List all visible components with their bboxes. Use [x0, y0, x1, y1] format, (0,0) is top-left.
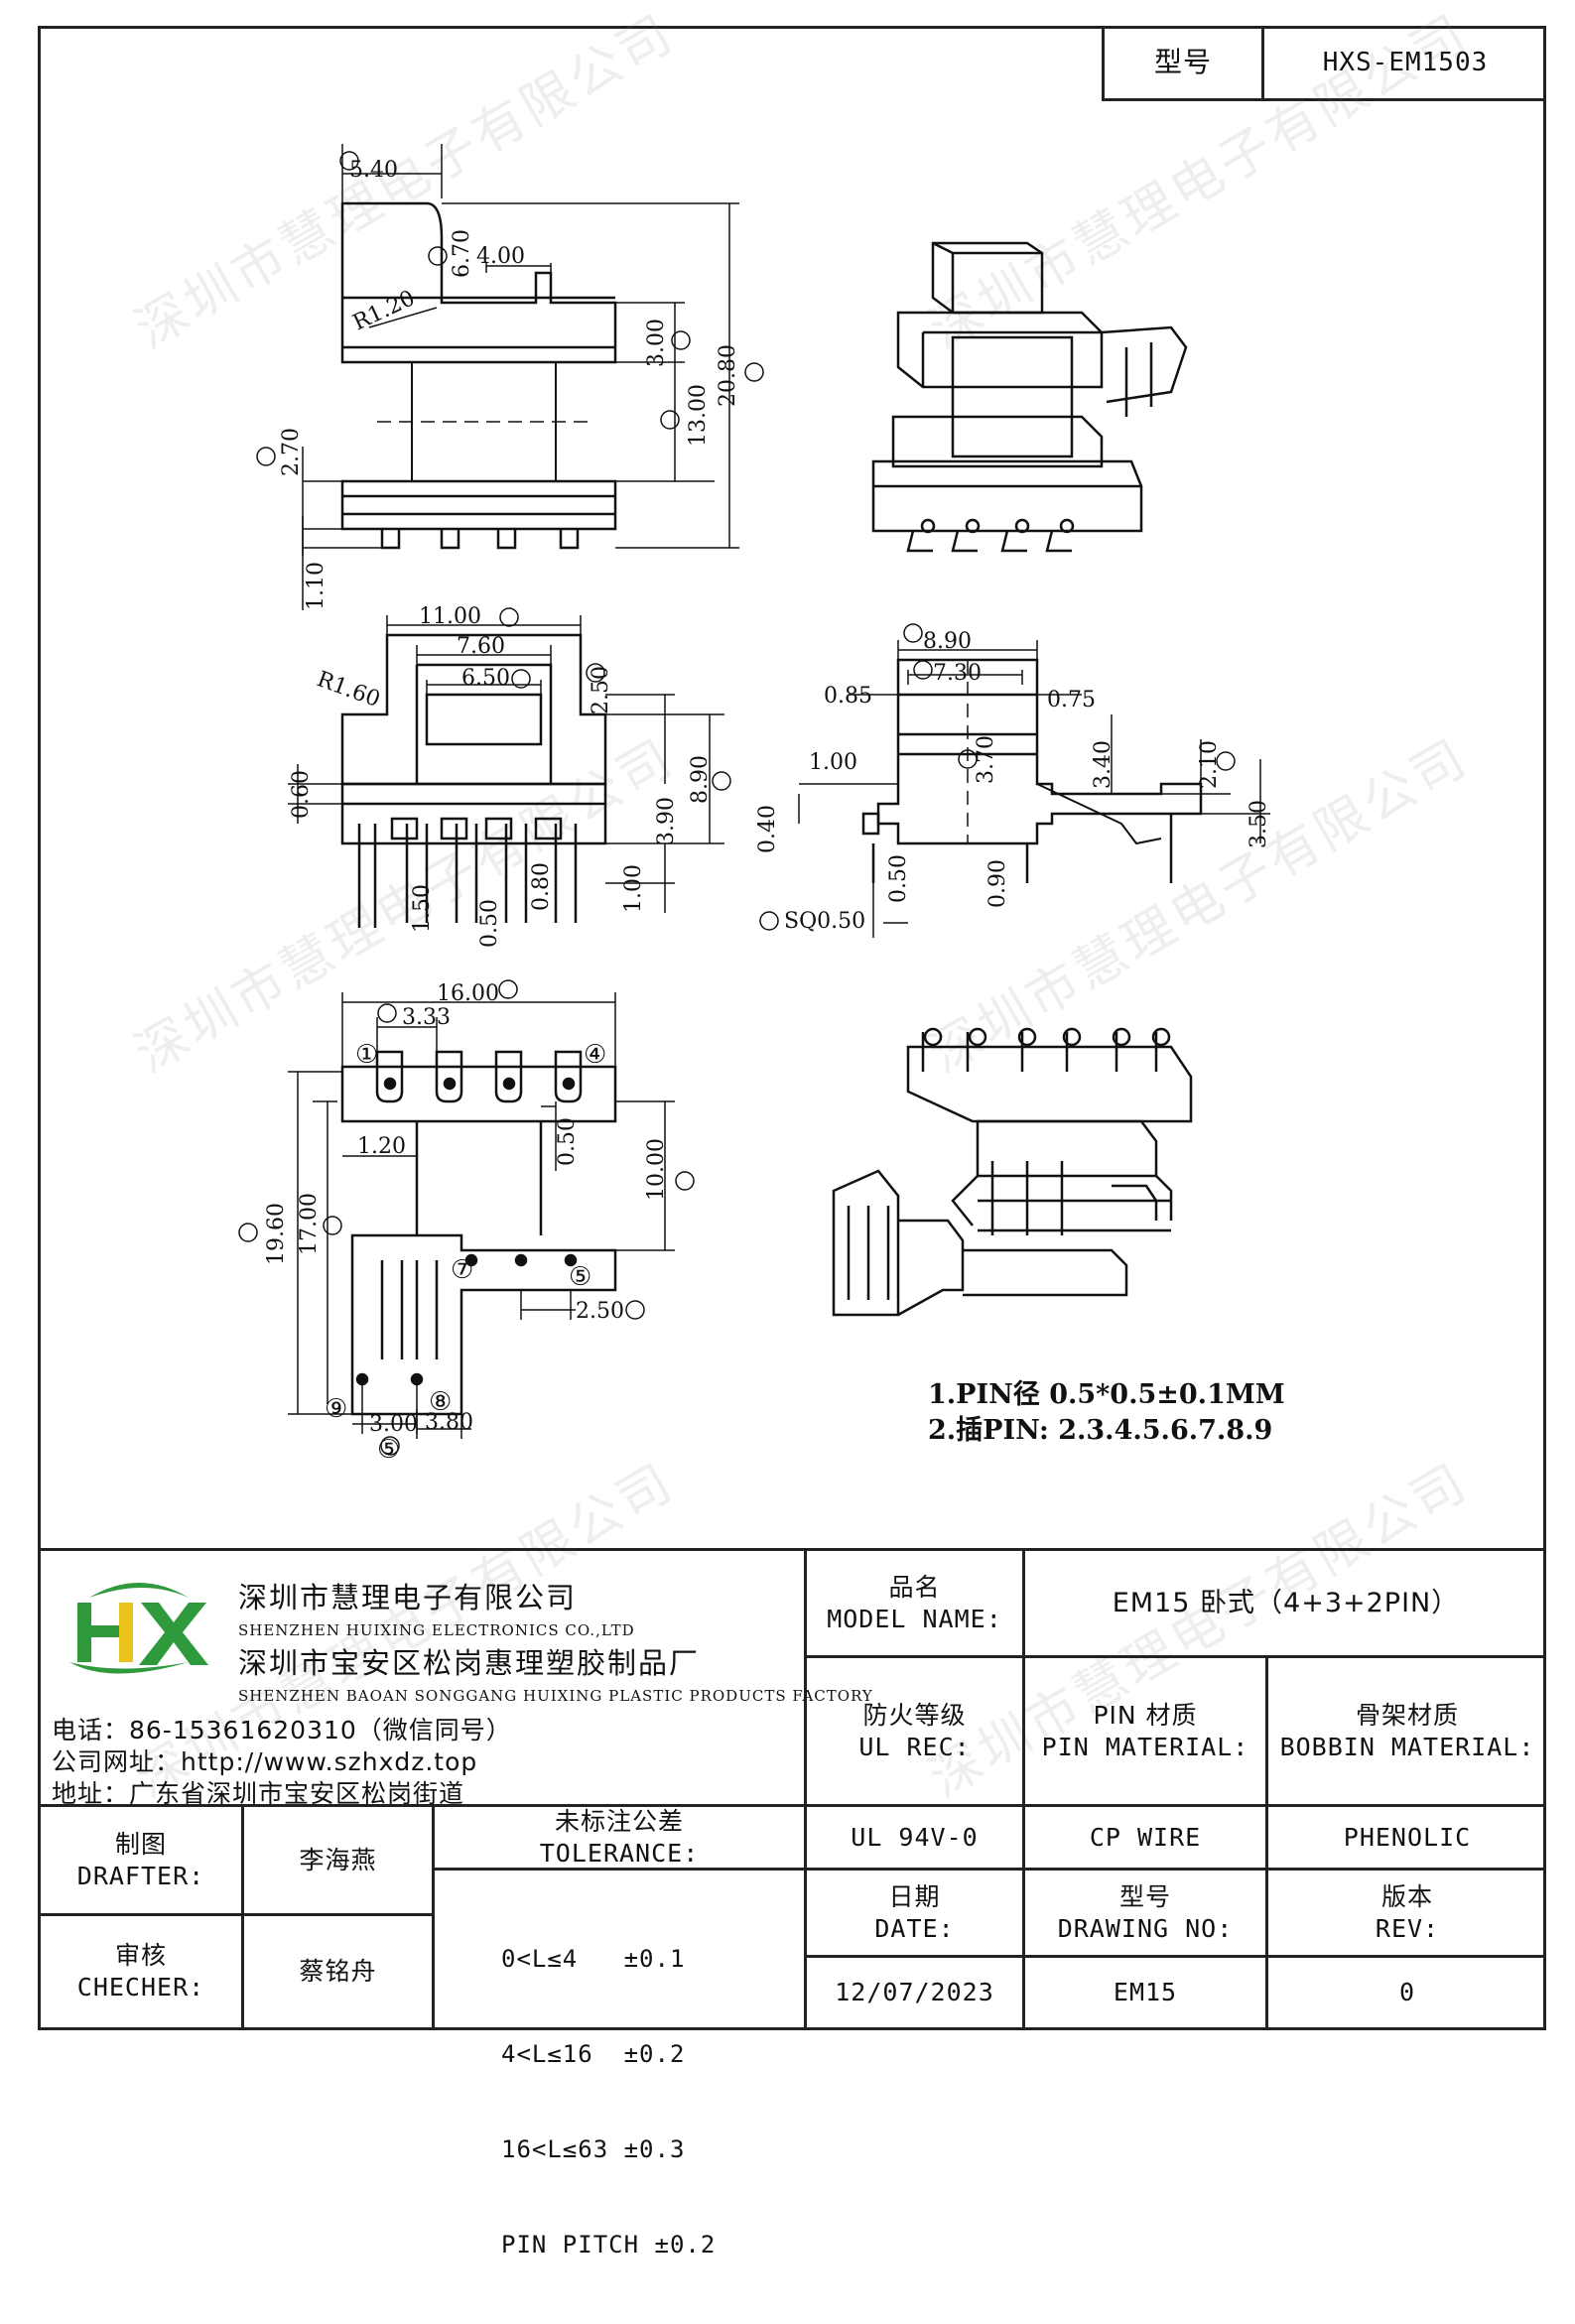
note-insert-pins: 2.插PIN: 2.3.4.5.6.7.8.9	[928, 1415, 1273, 1446]
svg-text:3.50: 3.50	[1247, 800, 1271, 848]
pin-label: ④	[584, 1040, 607, 1070]
svg-text:0.90: 0.90	[985, 859, 1010, 908]
svg-text:13.00: 13.00	[686, 384, 711, 447]
tolerance-line: PIN PITCH ±0.2	[501, 2231, 717, 2259]
factory-name-cn: 深圳市宝安区松岗惠理塑胶制品厂	[238, 1646, 701, 1680]
svg-text:1.20: 1.20	[357, 1134, 406, 1159]
svg-text:8.90: 8.90	[688, 755, 713, 804]
svg-text:R1.60: R1.60	[314, 667, 383, 712]
svg-text:1.00: 1.00	[621, 864, 646, 913]
pin-label: ①	[355, 1040, 379, 1070]
checker-name: 蔡铭舟	[299, 1957, 377, 1986]
svg-text:1.10: 1.10	[304, 562, 328, 610]
tolerance-line: 16<L≤63 ±0.3	[501, 2135, 686, 2163]
technical-drawing: 5.40 4.00 R1.20 6.70 3.00 13.00 20.80 2.…	[238, 144, 1271, 1456]
svg-text:3.70: 3.70	[974, 735, 998, 784]
contact-phone: 电话：86-15361620310（微信同号）	[52, 1716, 512, 1744]
svg-text:2.50: 2.50	[589, 666, 613, 714]
svg-text:8.90: 8.90	[923, 629, 972, 654]
svg-text:20.80: 20.80	[716, 344, 740, 407]
pin-label: ⑦	[451, 1255, 474, 1285]
tolerance-line: 0<L≤4 ±0.1	[501, 1945, 686, 1973]
pin-label: ⑨	[325, 1394, 348, 1424]
svg-text:3.90: 3.90	[654, 797, 679, 845]
pin-label: ⑧	[429, 1387, 453, 1417]
svg-text:3.33: 3.33	[402, 1005, 451, 1030]
svg-text:0.40: 0.40	[755, 805, 780, 853]
pin-material-value: CP WIRE	[1089, 1822, 1202, 1852]
isometric-view-bottom	[832, 1027, 1193, 1317]
svg-text:1.00: 1.00	[809, 750, 857, 775]
svg-text:R1.20: R1.20	[349, 286, 419, 335]
ul-rec-value: UL 94V-0	[851, 1822, 979, 1852]
tolerance-line: 4<L≤16 ±0.2	[501, 2040, 686, 2068]
svg-text:7.30: 7.30	[933, 661, 982, 686]
note-pin-size: 1.PIN径 0.5*0.5±0.1MM	[928, 1379, 1285, 1410]
model-header-box: 型号 HXS-EM1503	[1102, 26, 1546, 101]
pin-label: ⑤	[569, 1262, 592, 1292]
svg-text:17.00: 17.00	[297, 1193, 322, 1255]
svg-text:6.70: 6.70	[450, 229, 474, 278]
svg-text:0.50: 0.50	[886, 854, 911, 903]
front-view: 5.40 4.00 R1.20 6.70 3.00 13.00 20.80 2.…	[256, 144, 764, 610]
svg-text:1.50: 1.50	[410, 884, 435, 933]
side-view: 8.90 7.30 0.85 0.75 1.00 3.70 3.40 2.10 …	[755, 623, 1271, 938]
company-name-en: SHENZHEN HUIXING ELECTRONICS CO.,LTD	[238, 1621, 635, 1639]
drafter-name: 李海燕	[299, 1845, 377, 1874]
svg-text:16.00: 16.00	[437, 981, 499, 1006]
svg-text:7.60: 7.60	[457, 634, 505, 659]
svg-text:10.00: 10.00	[644, 1138, 669, 1201]
svg-text:0.50: 0.50	[477, 899, 502, 948]
company-name-cn: 深圳市慧理电子有限公司	[238, 1581, 578, 1614]
model-label: 型号	[1153, 45, 1212, 78]
date-value: 12/07/2023	[835, 1978, 994, 2006]
factory-name-en: SHENZHEN BAOAN SONGGANG HUIXING PLASTIC …	[238, 1687, 873, 1705]
svg-text:4.00: 4.00	[476, 244, 525, 269]
svg-text:0.80: 0.80	[529, 862, 554, 911]
svg-text:11.00: 11.00	[419, 604, 481, 629]
svg-text:SQ0.50: SQ0.50	[784, 909, 865, 934]
isometric-view-top	[871, 241, 1188, 553]
model-value: HXS-EM1503	[1322, 47, 1489, 77]
top-view: 16.00 3.33 1.20 0.50 10.00 19.60 17.00 2…	[238, 979, 695, 1456]
svg-text:6.50: 6.50	[461, 666, 510, 691]
svg-text:3.00: 3.00	[644, 319, 669, 367]
svg-text:2.50: 2.50	[576, 1299, 624, 1324]
rev-value: 0	[1398, 1978, 1416, 2006]
svg-text:0.50: 0.50	[555, 1117, 580, 1166]
svg-text:3.00: 3.00	[369, 1412, 418, 1437]
svg-text:2.70: 2.70	[279, 428, 304, 476]
svg-text:19.60: 19.60	[264, 1203, 289, 1265]
tolerance-list: 0<L≤4 ±0.1 4<L≤16 ±0.2 16<L≤63 ±0.3 PIN …	[501, 1879, 716, 2324]
svg-text:0.75: 0.75	[1047, 688, 1096, 712]
contact-address: 地址：广东省深圳市宝安区松岗街道	[52, 1779, 465, 1808]
pin-label: ⑤	[377, 1435, 401, 1465]
svg-text:3.80: 3.80	[425, 1410, 473, 1435]
drawing-sheet	[38, 26, 1546, 2030]
svg-text:0.60: 0.60	[289, 770, 314, 819]
company-logo	[69, 1583, 208, 1674]
svg-text:3.40: 3.40	[1091, 740, 1116, 789]
svg-text:0.85: 0.85	[824, 684, 872, 709]
svg-text:5.40: 5.40	[349, 158, 398, 183]
bobbin-material-value: PHENOLIC	[1343, 1822, 1472, 1852]
drawing-no-value: EM15	[1113, 1978, 1178, 2006]
contact-website: 公司网址：http://www.szhxdz.top	[52, 1747, 478, 1776]
model-name-value: EM15 卧式（4+3+2PIN）	[1112, 1587, 1460, 1618]
bottom-view: 11.00 7.60 6.50 R1.60 2.50 8.90 0.60 3.9…	[288, 604, 731, 948]
